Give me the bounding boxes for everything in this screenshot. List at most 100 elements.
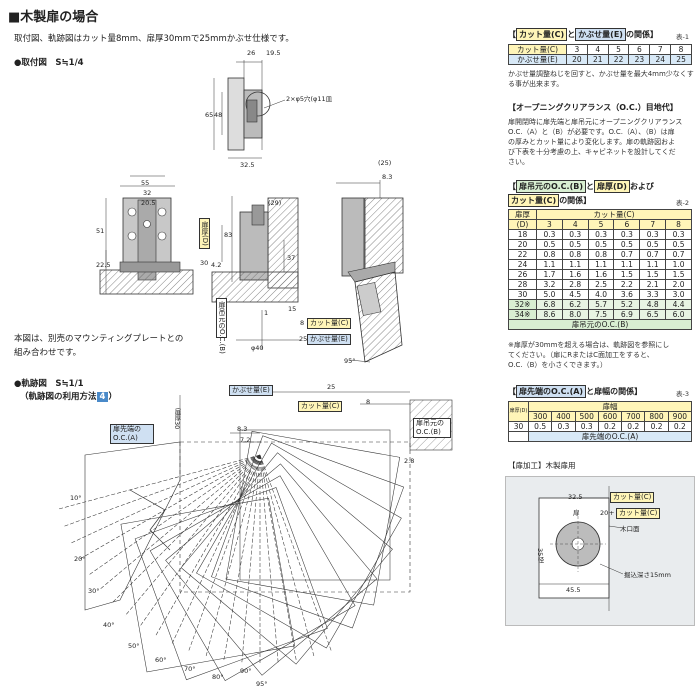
table2-note: O.C.（B）を小さくできます。）: [508, 361, 607, 369]
table-cell: 800: [644, 411, 669, 422]
table-cell: 4: [561, 219, 589, 230]
clearance-line: の厚みとカット量により変化します。扉の軌跡図およ: [508, 138, 676, 146]
table-cell: 1.6: [561, 269, 589, 280]
dim-label: 8.3: [382, 173, 393, 181]
processing-door-label: 扉: [573, 509, 580, 517]
table-cell: 0.7: [639, 249, 667, 260]
table-cell: 2.2: [613, 279, 641, 290]
processing-dim: 32.5: [568, 493, 583, 501]
table-cell: 1.5: [639, 269, 667, 280]
table-cell: 4.0: [587, 289, 615, 300]
table-cell: 21: [586, 54, 609, 65]
trajectory-dim: 2.8: [404, 457, 415, 465]
table-cell: 0.8: [561, 249, 589, 260]
processing-side-label: 35径: [536, 548, 544, 563]
dim-label: 8: [300, 319, 305, 327]
table-cell: 2.1: [639, 279, 667, 290]
table-row: カット量(C) 3 4 5 6 7 8: [508, 44, 692, 55]
table-cell: 3.2: [536, 279, 563, 290]
angle-50: 50°: [128, 642, 140, 650]
table-cell: 24: [508, 259, 537, 270]
table-row: 扉厚 カット量(C): [508, 209, 692, 220]
table-cell: 7: [639, 219, 667, 230]
table-cell: 900: [667, 411, 693, 422]
table-cell: 1.6: [587, 269, 615, 280]
table-cell: 2.0: [665, 279, 692, 290]
table2-ref: 表-2: [676, 199, 689, 207]
trajectory-dim: 8.3: [237, 425, 248, 433]
table-cell: 700: [621, 411, 646, 422]
clearance-line: さい。: [508, 158, 529, 166]
table-cell: 8.0: [561, 309, 589, 320]
dim-label: 30: [200, 259, 209, 267]
table-cell: 600: [597, 411, 623, 422]
dim-label: 37: [287, 254, 296, 262]
table-cell: 6.2: [561, 299, 589, 310]
table3-heading: 【扉先端のO.C.(A)と扉幅の関係】: [508, 385, 643, 398]
table-cell: 0.2: [597, 421, 623, 432]
dim-label: 20.5: [141, 199, 156, 207]
table-cell: 0.3: [639, 229, 667, 240]
table-cell: 5: [587, 219, 615, 230]
table-cell: 400: [551, 411, 576, 422]
oc-a-tag: 扉先端の O.C.(A): [110, 424, 154, 444]
table-cell: 1.5: [613, 269, 641, 280]
table-cell: 5.0: [536, 289, 563, 300]
table-row: 扉吊元のO.C.(B): [508, 319, 692, 330]
table-row: (D) 3 4 5 6 7 8: [508, 219, 692, 230]
processing-cut-tag-2: カット量(C): [616, 508, 661, 519]
processing-plus: +: [609, 509, 615, 517]
table-cell: 0.2: [644, 421, 669, 432]
table-cell: 扉先端のO.C.(A): [528, 431, 692, 442]
table-cell: 500: [574, 411, 599, 422]
oc-b-tag: 扉吊元のO.C.(B): [216, 298, 227, 354]
table-cell: 3.3: [639, 289, 667, 300]
usage-badge[interactable]: 4: [96, 392, 109, 402]
table1: カット量(C) 3 4 5 6 7 8 かぶせ量(E) 20 21 22 23 …: [508, 44, 692, 65]
processing-drawing: [538, 486, 624, 611]
table-cell: 5.2: [613, 299, 641, 310]
processing-dim: 20: [600, 509, 609, 517]
clearance-line: 扉開閉時に扉先端と扉吊元にオープニングクリアランス: [508, 118, 683, 126]
table-cell: 0.5: [613, 239, 641, 250]
table-cell: 8.6: [536, 309, 563, 320]
table-cell: 28: [508, 279, 537, 290]
table-cell: 0.8: [536, 249, 563, 260]
table-cell: 25: [670, 54, 692, 65]
angle-95: 95°: [256, 680, 268, 688]
table-cell: 6: [613, 219, 641, 230]
table-cell: 0.5: [639, 239, 667, 250]
table-cell: 0.3: [536, 229, 563, 240]
processing-dim: 45.5: [566, 586, 581, 594]
dim-label: 4.2: [211, 261, 222, 269]
dim-label: 1: [264, 309, 269, 317]
cut-tag-trajectory: カット量(C): [298, 401, 343, 412]
table-cell: 5: [607, 44, 630, 55]
table-cell: 5.7: [587, 299, 615, 310]
table3-ref: 表-3: [676, 390, 689, 398]
table-cell: 300: [527, 411, 553, 422]
screw-hole-label: 2×φ5穴(φ11皿: [286, 95, 333, 103]
table-cell: 1.5: [665, 269, 692, 280]
table-cell: 0.3: [613, 229, 641, 240]
dim-label: 32.5: [240, 161, 255, 169]
trajectory-dim: 25: [327, 383, 336, 391]
table-cell: (D): [508, 219, 537, 230]
table-cell: 30: [508, 421, 529, 432]
table-cell: 0.5: [527, 421, 553, 432]
table-cell: 0.7: [665, 249, 692, 260]
table-row: 30 0.5 0.3 0.3 0.2 0.2 0.2 0.2: [508, 421, 693, 432]
table-cell: 0.5: [665, 239, 692, 250]
dim-label: 15: [288, 305, 297, 313]
table-cell: 2.5: [587, 279, 615, 290]
angle-40: 40°: [103, 621, 115, 629]
dim-label: 83: [224, 231, 233, 239]
table-cell: 0.3: [587, 229, 615, 240]
table-cell: 1.0: [665, 259, 692, 270]
overlay-tag-trajectory: かぶせ量(E): [229, 385, 273, 396]
table-cell: 8: [670, 44, 692, 55]
